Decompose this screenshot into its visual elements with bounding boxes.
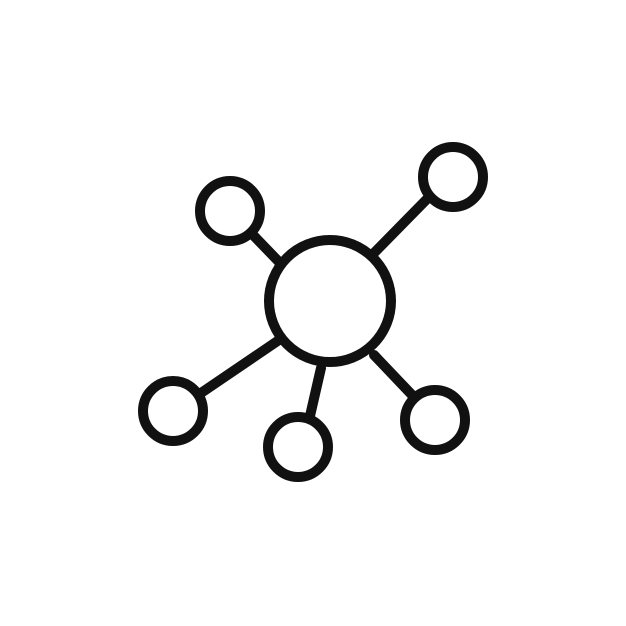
spoke-bottom-left xyxy=(196,335,284,398)
satellite-node-bottom-left xyxy=(138,376,208,446)
spoke-top-right xyxy=(369,193,433,258)
satellite-node-top-left xyxy=(195,176,265,246)
satellite-node-bottom-center xyxy=(263,412,333,482)
satellite-node-bottom-right xyxy=(400,385,470,455)
spoke-bottom-center xyxy=(305,363,326,421)
spoke-top-left xyxy=(249,231,286,269)
hub-node xyxy=(264,235,396,367)
satellite-node-top-right xyxy=(418,142,488,212)
spoke-bottom-right xyxy=(369,350,418,401)
